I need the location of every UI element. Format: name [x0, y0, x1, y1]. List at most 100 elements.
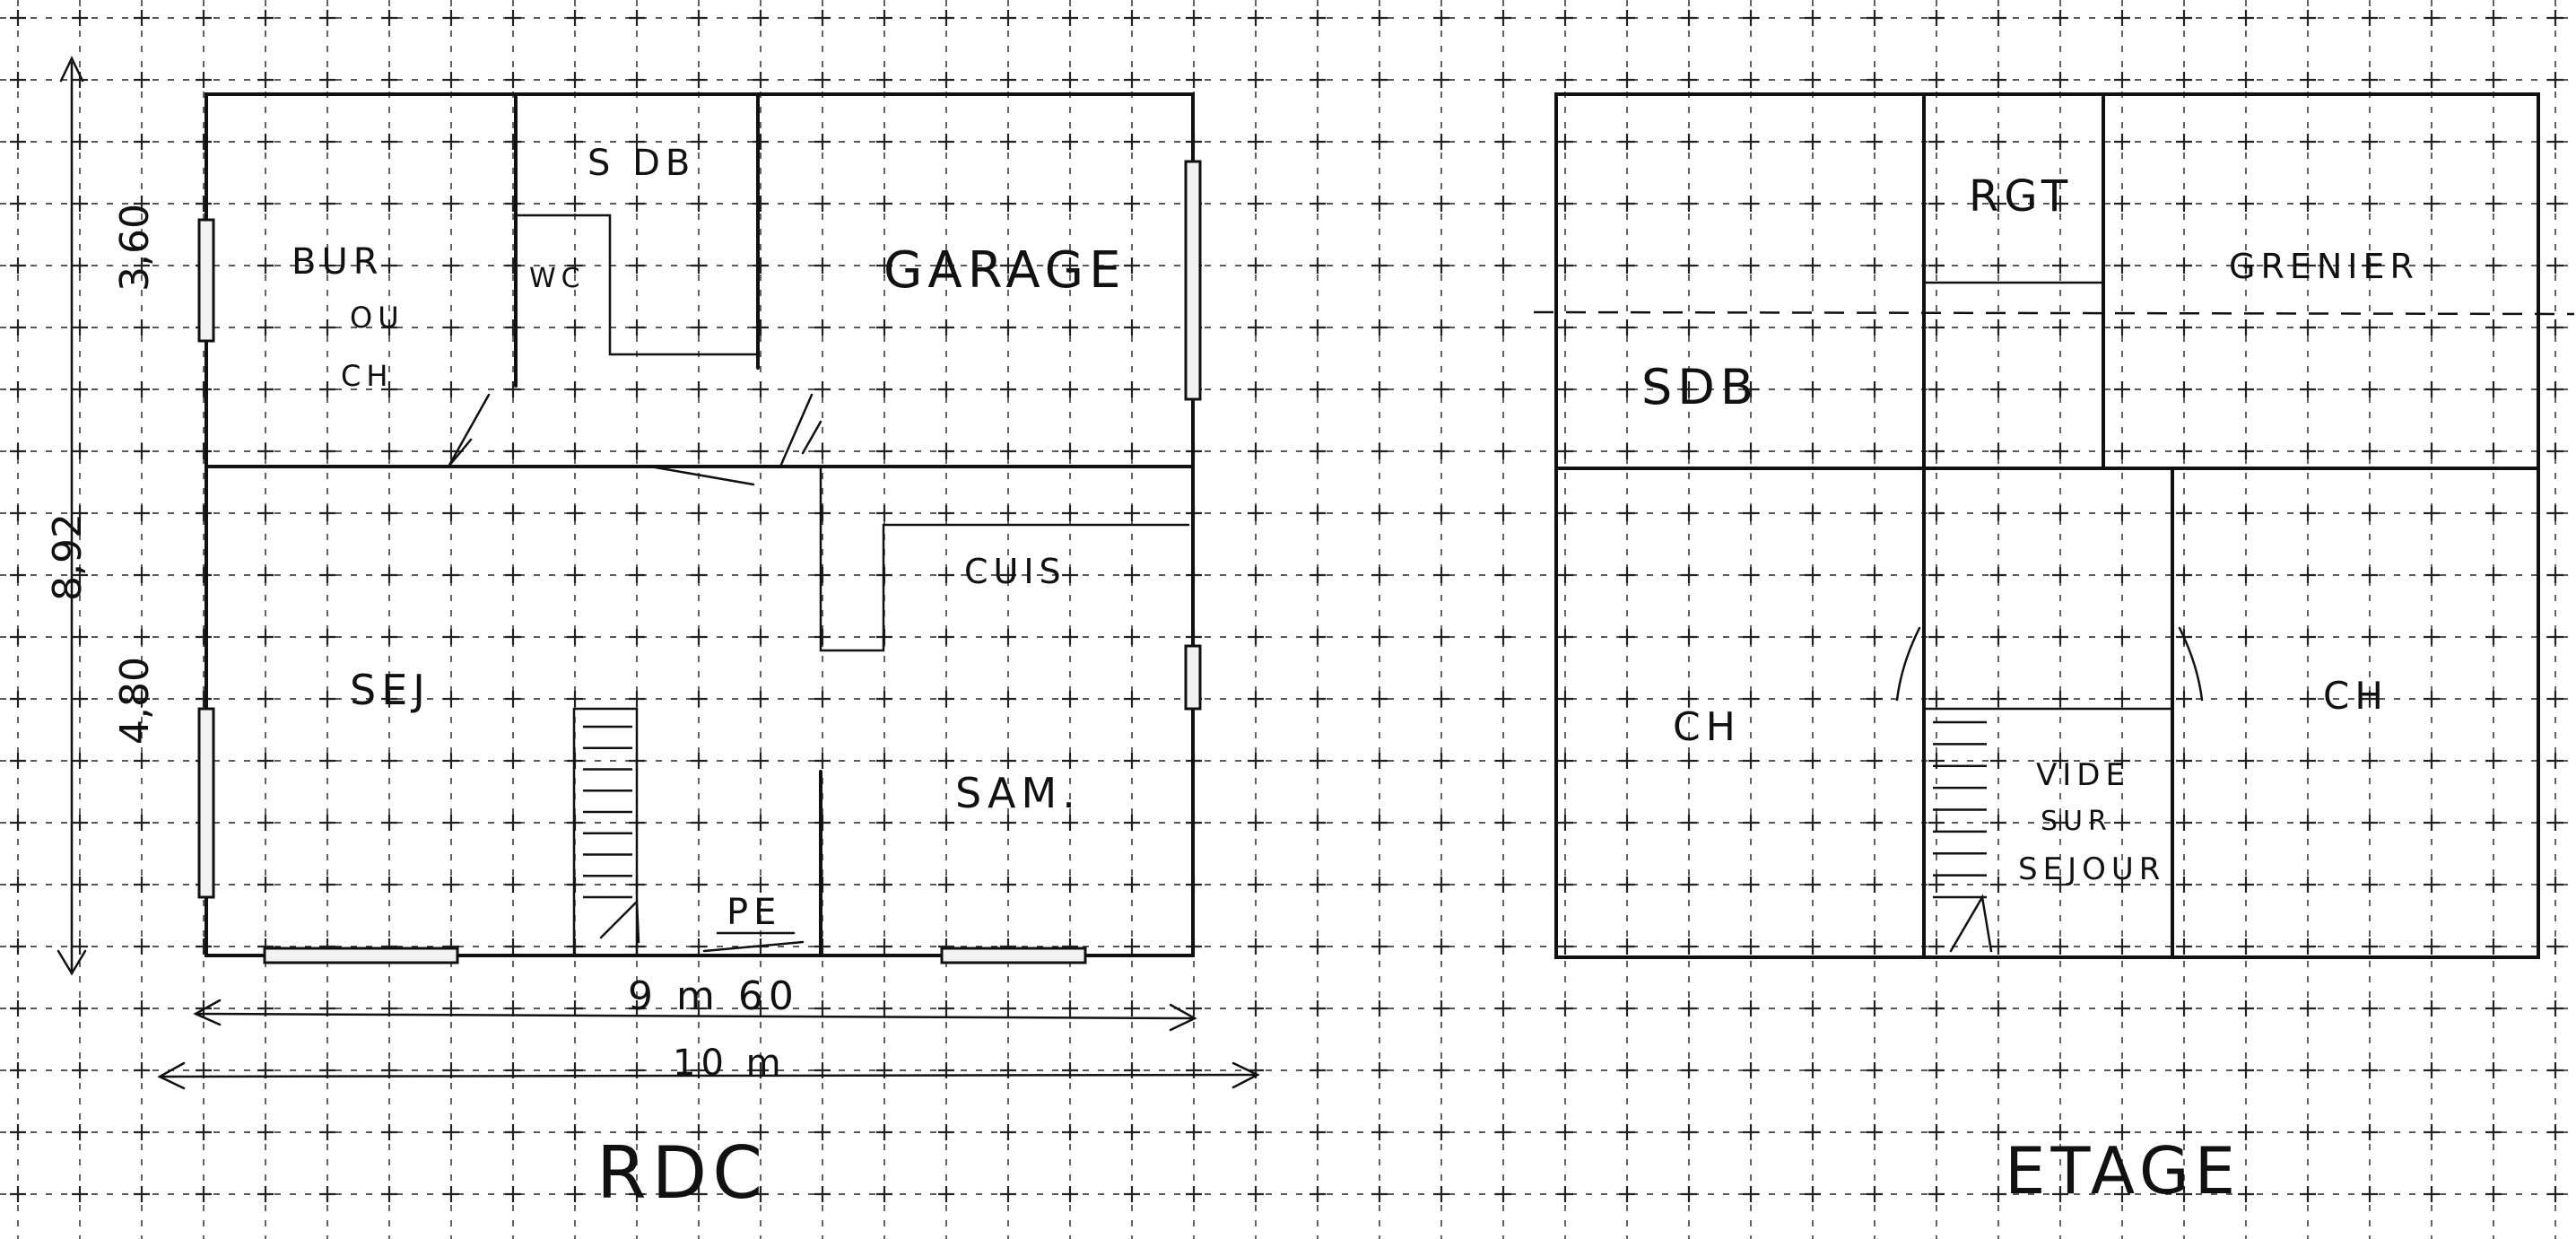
grid-cross	[691, 629, 707, 645]
grid-cross	[1248, 567, 1264, 583]
grid-cross	[1248, 753, 1264, 769]
etage-stair-steps	[1933, 720, 1987, 899]
grid-cross	[443, 134, 459, 150]
grid-cross	[629, 10, 645, 26]
room-label-ch-left: CH	[1673, 704, 1741, 750]
grid-cross	[319, 1124, 335, 1140]
grid-cross	[257, 134, 274, 150]
grid-cross	[2114, 134, 2130, 150]
grid-cross	[257, 1186, 274, 1202]
grid-cross	[1310, 753, 1326, 769]
grid-cross	[691, 319, 707, 336]
grid-cross	[443, 505, 459, 521]
grid-cross	[1000, 877, 1016, 893]
grid-cross	[10, 567, 26, 583]
grid-cross	[381, 1124, 397, 1140]
grid-cross	[2485, 196, 2502, 212]
grid-cross	[1433, 753, 1449, 769]
grid-cross	[2485, 753, 2502, 769]
grid-cross	[2052, 1062, 2068, 1078]
grid-cross	[257, 505, 274, 521]
grid-cross	[10, 938, 26, 955]
grid-cross	[443, 196, 459, 212]
grid-cross	[1805, 1124, 1821, 1140]
grid-cross	[1743, 381, 1759, 397]
grid-cross	[10, 1186, 26, 1202]
grid-cross	[505, 1000, 521, 1017]
grid-cross	[2300, 443, 2316, 459]
grid-cross	[876, 938, 892, 955]
grid-cross	[1805, 629, 1821, 645]
grid-cross	[319, 257, 335, 274]
grid-cross	[1619, 505, 1635, 521]
grid-cross	[2300, 1062, 2316, 1078]
grid-cross	[1619, 629, 1635, 645]
grid-cross	[2300, 1124, 2316, 1140]
grid-cross	[196, 567, 212, 583]
grid-cross	[1310, 505, 1326, 521]
grid-cross	[1805, 1000, 1821, 1017]
grid-cross	[567, 257, 583, 274]
grid-cross	[2547, 691, 2563, 707]
grid-cross	[1990, 257, 2006, 274]
grid-cross	[2176, 753, 2192, 769]
grid-cross	[753, 877, 769, 893]
grid-cross	[1495, 938, 1511, 955]
grid-cross	[1062, 10, 1078, 26]
grid-cross	[1805, 691, 1821, 707]
grid-cross	[2238, 629, 2254, 645]
grid-cross	[814, 319, 831, 336]
grid-cross	[1495, 196, 1511, 212]
grid-cross	[2052, 1000, 2068, 1017]
door-bur	[447, 393, 491, 468]
grid-cross	[1928, 1124, 1945, 1140]
grid-cross	[319, 1186, 335, 1202]
grid-cross	[10, 72, 26, 88]
grid-cross	[1619, 815, 1635, 831]
grid-cross	[381, 319, 397, 336]
grid-cross	[1000, 505, 1016, 521]
grid-cross	[876, 196, 892, 212]
grid-cross	[1310, 1062, 1326, 1078]
grid-cross	[1310, 72, 1326, 88]
grid-cross	[1681, 629, 1697, 645]
rdc-outline	[205, 92, 1195, 957]
grid-cross	[381, 629, 397, 645]
grid-cross	[2238, 72, 2254, 88]
grid-cross	[1495, 1062, 1511, 1078]
grid-cross	[2547, 1000, 2563, 1017]
grid-cross	[1062, 196, 1078, 212]
grid-cross	[1000, 753, 1016, 769]
grid-cross	[1743, 1000, 1759, 1017]
door-entry	[702, 940, 805, 953]
grid-cross	[1743, 319, 1759, 336]
grid-cross	[814, 691, 831, 707]
grid-cross	[443, 567, 459, 583]
grid-cross	[2176, 196, 2192, 212]
grid-cross	[876, 815, 892, 831]
grid-cross	[443, 381, 459, 397]
grid-cross	[1681, 1124, 1697, 1140]
grid-cross	[2362, 381, 2378, 397]
grid-cross	[1805, 567, 1821, 583]
grid-cross	[814, 443, 831, 459]
grid-cross	[1124, 72, 1140, 88]
grid-cross	[1805, 196, 1821, 212]
grid-cross	[2052, 134, 2068, 150]
grid-cross	[2362, 691, 2378, 707]
grid-cross	[1186, 10, 1202, 26]
grid-cross	[1990, 381, 2006, 397]
grid-cross	[1371, 319, 1388, 336]
grid-cross	[1495, 691, 1511, 707]
grid-cross	[134, 10, 150, 26]
grid-cross	[1557, 815, 1573, 831]
grid-cross	[1805, 319, 1821, 336]
grid-cross	[2300, 629, 2316, 645]
grid-cross	[1000, 319, 1016, 336]
grid-cross	[1433, 1186, 1449, 1202]
grid-cross	[1433, 319, 1449, 336]
grid-cross	[1062, 877, 1078, 893]
grid-cross	[443, 753, 459, 769]
grid-cross	[319, 691, 335, 707]
grid-cross	[2547, 443, 2563, 459]
